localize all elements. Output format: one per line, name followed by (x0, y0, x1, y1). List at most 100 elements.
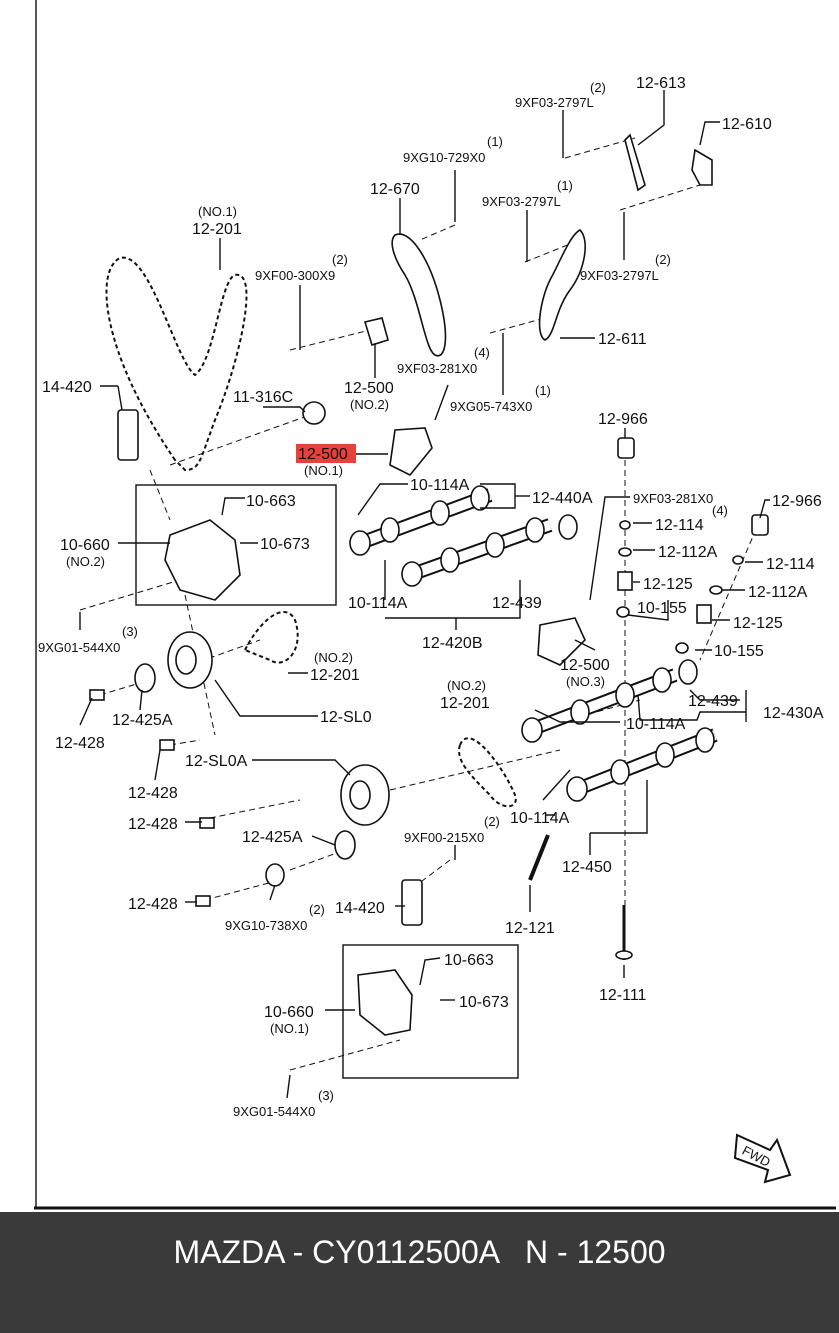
label-9xg05-743x0-qty: (1) (535, 383, 551, 398)
parts-diagram: 12-613 (2) 9XF03-2797L 12-610 (1) 9XG10-… (34, 0, 836, 1210)
label-10-114a-a: 10-114A (410, 477, 470, 494)
highlight-12-500-no1 (296, 444, 356, 463)
tappet-12-966-center (617, 437, 635, 459)
tensioner-12-500-no2 (363, 317, 389, 347)
label-12-125-a: 12-125 (643, 576, 693, 593)
label-10-673-b: 10-673 (459, 994, 509, 1011)
label-12-966-b: 12-966 (772, 493, 822, 510)
pulse-plate-12-439-upper (558, 514, 578, 540)
bolt-12-121 (528, 834, 550, 881)
bolt-12-428-c (199, 817, 215, 829)
washer-12-425a-lower (334, 830, 356, 860)
washer-9xg10-738x0 (265, 863, 285, 887)
label-12-112a-a: 12-112A (658, 544, 718, 561)
label-9xf00-215x0-qty: (2) (484, 814, 500, 829)
label-12-425a-a: 12-425A (112, 712, 173, 729)
label-9xf03-2797l-c: 9XF03-2797L (580, 268, 659, 283)
label-9xf03-281x0-a-qty: (4) (474, 345, 490, 360)
label-12-201-no2-b: 12-201 (440, 695, 490, 712)
label-14-420-b: 14-420 (335, 900, 385, 917)
label-12-sl0: 12-SL0 (320, 709, 372, 726)
label-12-966-a: 12-966 (598, 411, 648, 428)
label-9xf03-2797l-b-qty: (1) (557, 178, 573, 193)
timing-chain-no1 (105, 256, 248, 472)
label-12-610: 12-610 (722, 116, 772, 133)
label-12-611: 12-611 (598, 331, 647, 348)
label-9xg01-544x0-a-qty: (3) (122, 624, 138, 639)
label-12-613: 12-613 (636, 75, 686, 92)
label-12-201-no1-sub: (NO.1) (198, 204, 237, 219)
bolt-12-428-b (159, 739, 175, 751)
camshaft-12-430a (521, 667, 678, 743)
part-labels: 12-613 (2) 9XF03-2797L 12-610 (1) 9XG10-… (38, 75, 824, 1170)
label-12-500-no2-sub: (NO.2) (350, 397, 389, 412)
detail-box-10-660-no1 (342, 944, 519, 1079)
label-9xf03-2797l-c-qty: (2) (655, 252, 671, 267)
label-9xf00-300x9: 9XF00-300X9 (255, 268, 335, 283)
bolt-12-428-a (89, 689, 105, 701)
label-12-112a-b: 12-112A (748, 584, 808, 601)
timing-chain-no2-left (243, 610, 299, 664)
label-10-114a-b: 10-114A (348, 595, 408, 612)
label-10-114a-d: 10-114A (510, 810, 570, 827)
label-9xg01-544x0-a: 9XG01-544X0 (38, 640, 120, 655)
label-9xg10-729x0: 9XG10-729X0 (403, 150, 485, 165)
label-12-201-no1: 12-201 (192, 221, 242, 238)
label-12-428-a: 12-428 (55, 735, 105, 752)
camshaft-12-440a (349, 485, 493, 556)
label-10-663-b: 10-663 (444, 952, 494, 969)
label-10-663-a: 10-663 (246, 493, 296, 510)
bracket-12-610 (691, 148, 713, 186)
label-9xg01-544x0-b-qty: (3) (318, 1088, 334, 1103)
label-9xg01-544x0-b: 9XG01-544X0 (233, 1104, 315, 1119)
oil-seal-11-316c (302, 401, 326, 425)
label-12-sl0a: 12-SL0A (185, 753, 248, 770)
chain-guide-12-670 (391, 233, 447, 357)
bracket-12-613 (624, 133, 646, 192)
label-10-660-no2-sub: (NO.2) (66, 554, 105, 569)
chain-guide-12-611 (538, 229, 586, 341)
solenoid-valve-14-420-upper (117, 409, 139, 461)
timing-chain-no2-right (458, 737, 517, 808)
label-9xf03-281x0-b: 9XF03-281X0 (633, 491, 713, 506)
label-12-114-b: 12-114 (766, 556, 815, 573)
sprocket-12-sl0 (167, 631, 213, 689)
label-10-660-no1-sub: (NO.1) (270, 1021, 309, 1036)
sprocket-12-sl0a (340, 764, 390, 826)
label-10-155-b: 10-155 (714, 643, 764, 660)
label-10-155-a: 10-155 (637, 600, 687, 617)
label-12-428-c: 12-428 (128, 816, 178, 833)
label-12-420b: 12-420B (422, 635, 483, 652)
label-12-125-b: 12-125 (733, 615, 783, 632)
label-12-425a-b: 12-425A (242, 829, 303, 846)
label-12-430a: 12-430A (763, 705, 824, 722)
label-12-428-d: 12-428 (128, 896, 178, 913)
label-12-500-no3-sub: (NO.3) (566, 674, 605, 689)
label-9xg10-738x0: 9XG10-738X0 (225, 918, 307, 933)
label-12-201-no2-a: 12-201 (310, 667, 360, 684)
label-9xf03-2797l-a-qty: (2) (590, 80, 606, 95)
label-9xf03-281x0-a: 9XF03-281X0 (397, 361, 477, 376)
label-12-670: 12-670 (370, 181, 420, 198)
label-12-111: 12-111 (599, 987, 647, 1004)
label-10-114a-c: 10-114A (626, 716, 686, 733)
label-9xf03-2797l-a: 9XF03-2797L (515, 95, 594, 110)
solenoid-valve-14-420-lower (401, 879, 423, 926)
ocv-body-10-660-no2 (164, 519, 241, 601)
valve-springs-center (616, 520, 633, 618)
leader-lines (79, 90, 770, 1099)
ocv-body-10-660-no1 (357, 969, 413, 1036)
pulse-plate-12-439-lower (678, 659, 698, 685)
label-12-201-no2-b-sub: (NO.2) (447, 678, 486, 693)
label-12-500-no2: 12-500 (344, 380, 394, 397)
tappet-12-966-right (751, 514, 769, 536)
label-12-500-no3: 12-500 (560, 657, 610, 674)
footer-bar: MAZDA - CY0112500A N - 12500 (0, 1212, 839, 1333)
label-12-439-a: 12-439 (492, 595, 542, 612)
label-12-500-no1: 12-500 (298, 446, 348, 463)
tensioner-12-500-no1 (389, 427, 433, 477)
label-9xg10-729x0-qty: (1) (487, 134, 503, 149)
label-12-428-b: 12-428 (128, 785, 178, 802)
label-12-440a: 12-440A (532, 490, 593, 507)
label-11-316c: 11-316C (233, 389, 293, 406)
